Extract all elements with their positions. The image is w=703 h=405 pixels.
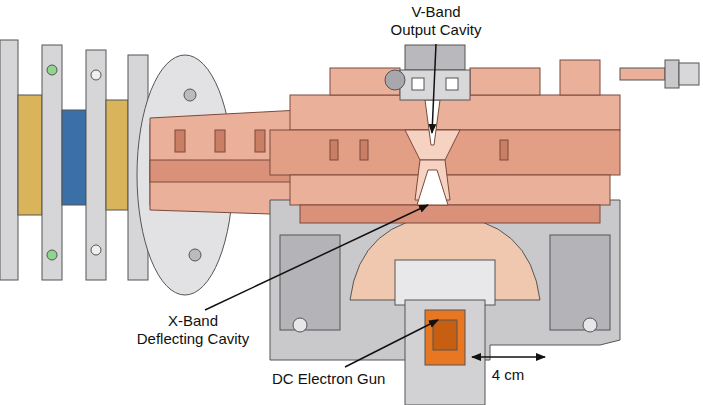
gun-housing: [270, 200, 620, 405]
copper-cavity-block: [270, 60, 620, 223]
scale-dimension: 4 cm: [487, 366, 529, 384]
output-flange: [385, 45, 470, 100]
part-label: V-Band Output Cavity: [387, 3, 485, 39]
leader-lines: [205, 44, 545, 367]
part-label: DC Electron Gun: [272, 370, 398, 388]
part-label: X-Band Deflecting Cavity: [133, 312, 253, 348]
coax-port: [620, 60, 699, 88]
